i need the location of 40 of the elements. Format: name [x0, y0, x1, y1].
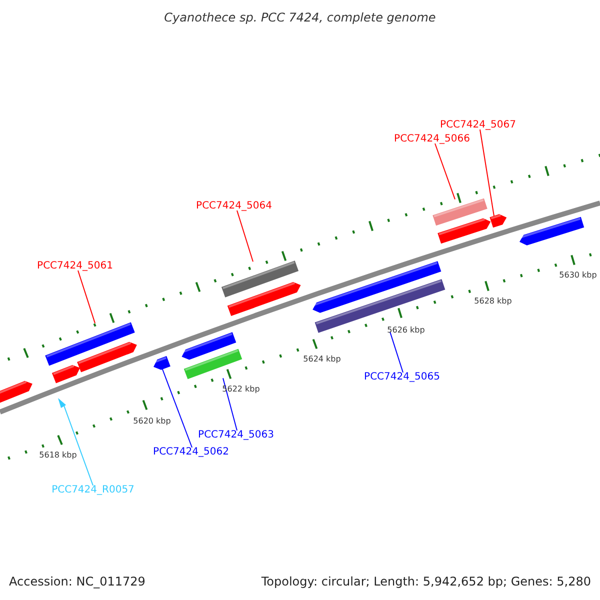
gene-bar — [432, 198, 488, 226]
gene-block — [490, 214, 507, 228]
footer-text: Accession: NC_011729 — [9, 575, 146, 589]
gene-bar — [314, 279, 446, 333]
scale-label: 5618 kbp — [39, 452, 77, 460]
gene-label: PCC7424_5063 — [198, 430, 274, 440]
leader-line — [162, 368, 192, 448]
leader-line — [480, 129, 494, 216]
gene-label: PCC7424_5065 — [364, 372, 440, 382]
title: Cyanothece sp. PCC 7424, complete genome — [164, 11, 436, 25]
footer-text: Topology: circular; Length: 5,942,652 bp; Genes: 5,280 — [261, 575, 591, 589]
gene-label: PCC7424_5064 — [196, 200, 272, 212]
gene-label: PCC7424_5061 — [37, 260, 113, 272]
gene-block — [518, 216, 584, 246]
scale-label: 5630 kbp — [559, 272, 597, 280]
scale-label: 5624 kbp — [303, 356, 341, 364]
scale-label: 5620 kbp — [133, 418, 171, 426]
leader-line — [390, 331, 404, 373]
gene-block — [438, 218, 491, 244]
gene-block — [180, 332, 236, 360]
gene-block — [227, 282, 301, 316]
gene-label: PCC7424_5067 — [440, 120, 516, 130]
gene-bar — [45, 322, 135, 366]
leader-line — [434, 143, 456, 200]
gene-block — [52, 364, 80, 384]
gene-bar — [221, 260, 299, 298]
gene-bar — [184, 348, 242, 380]
gene-marker — [58, 398, 66, 408]
gene-label: PCC7424_5066 — [394, 134, 470, 144]
gene-block — [312, 261, 442, 313]
leader-line — [236, 210, 254, 262]
gene-label: PCC7424_R0057 — [52, 484, 134, 496]
gene-block — [0, 380, 32, 406]
scale-label: 5628 kbp — [474, 298, 512, 306]
gene-block — [152, 356, 170, 370]
gene-label: PCC7424_5062 — [153, 446, 229, 458]
leader-line — [78, 270, 96, 324]
scale-label: 5626 kbp — [387, 326, 425, 336]
leader-line — [62, 402, 94, 486]
gene-block — [77, 342, 137, 372]
